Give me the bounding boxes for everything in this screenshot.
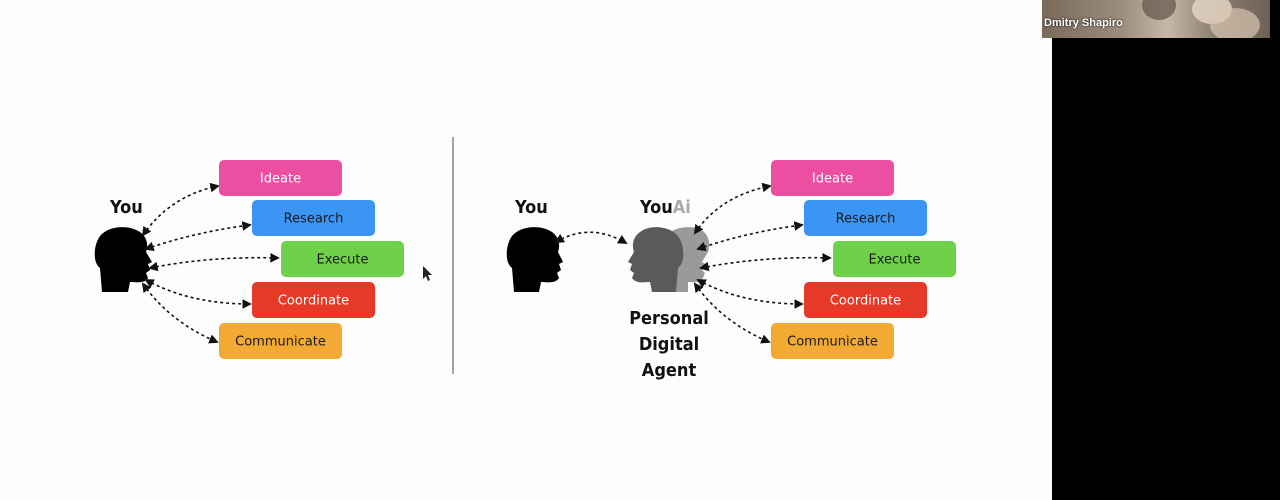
right-arrow-ideate bbox=[693, 182, 772, 235]
left-box-execute-label: Execute bbox=[317, 253, 369, 268]
right-arrow-execute bbox=[699, 252, 832, 272]
left-box-execute: Execute bbox=[281, 241, 404, 277]
mouse-cursor-icon bbox=[423, 266, 432, 281]
right-head-icon bbox=[506, 227, 563, 292]
right-box-execute: Execute bbox=[833, 241, 956, 277]
right-box-coordinate: Coordinate bbox=[804, 282, 927, 318]
agent-heads-icon bbox=[628, 227, 710, 292]
agent-caption-line-2: Digital bbox=[639, 334, 699, 355]
right-arrow-communicate bbox=[693, 282, 771, 344]
left-box-ideate-label: Ideate bbox=[260, 172, 301, 187]
right-you-label: You bbox=[514, 197, 548, 218]
left-box-coordinate-label: Coordinate bbox=[278, 294, 349, 309]
left-box-coordinate: Coordinate bbox=[252, 282, 375, 318]
slide-diagram: You Ideate Research Execute Coordinate bbox=[94, 137, 956, 381]
right-box-communicate: Communicate bbox=[771, 323, 894, 359]
left-box-ideate: Ideate bbox=[219, 160, 342, 196]
left-box-research-label: Research bbox=[284, 212, 344, 227]
right-arrow-research bbox=[696, 221, 804, 252]
participant-video-tile[interactable]: Dmitry Shapiro bbox=[1042, 0, 1270, 38]
right-box-ideate: Ideate bbox=[771, 160, 894, 196]
left-arrow-coordinate bbox=[144, 279, 252, 309]
left-box-communicate-label: Communicate bbox=[235, 335, 326, 350]
agent-caption-line-1: Personal bbox=[629, 308, 709, 329]
presentation-slide: You Ideate Research Execute Coordinate bbox=[0, 0, 1052, 500]
left-head-icon bbox=[94, 227, 152, 292]
right-box-research-label: Research bbox=[836, 212, 896, 227]
left-arrow-ideate bbox=[141, 182, 220, 237]
right-box-coordinate-label: Coordinate bbox=[830, 294, 901, 309]
left-you-label: You bbox=[109, 197, 143, 218]
left-arrow-communicate bbox=[141, 282, 219, 344]
right-box-execute-label: Execute bbox=[869, 253, 921, 268]
right-box-ideate-label: Ideate bbox=[812, 172, 853, 187]
you-agent-arrow bbox=[554, 231, 628, 244]
left-box-research: Research bbox=[252, 200, 375, 236]
left-arrow-execute bbox=[148, 252, 280, 272]
participants-panel bbox=[1052, 38, 1280, 500]
participant-name: Dmitry Shapiro bbox=[1044, 17, 1123, 29]
agent-caption-line-3: Agent bbox=[642, 360, 697, 381]
left-box-communicate: Communicate bbox=[219, 323, 342, 359]
right-arrow-coordinate bbox=[696, 279, 804, 309]
left-arrow-research bbox=[144, 221, 252, 252]
right-box-communicate-label: Communicate bbox=[787, 335, 878, 350]
youai-title: YouAi bbox=[639, 197, 691, 218]
right-box-research: Research bbox=[804, 200, 927, 236]
